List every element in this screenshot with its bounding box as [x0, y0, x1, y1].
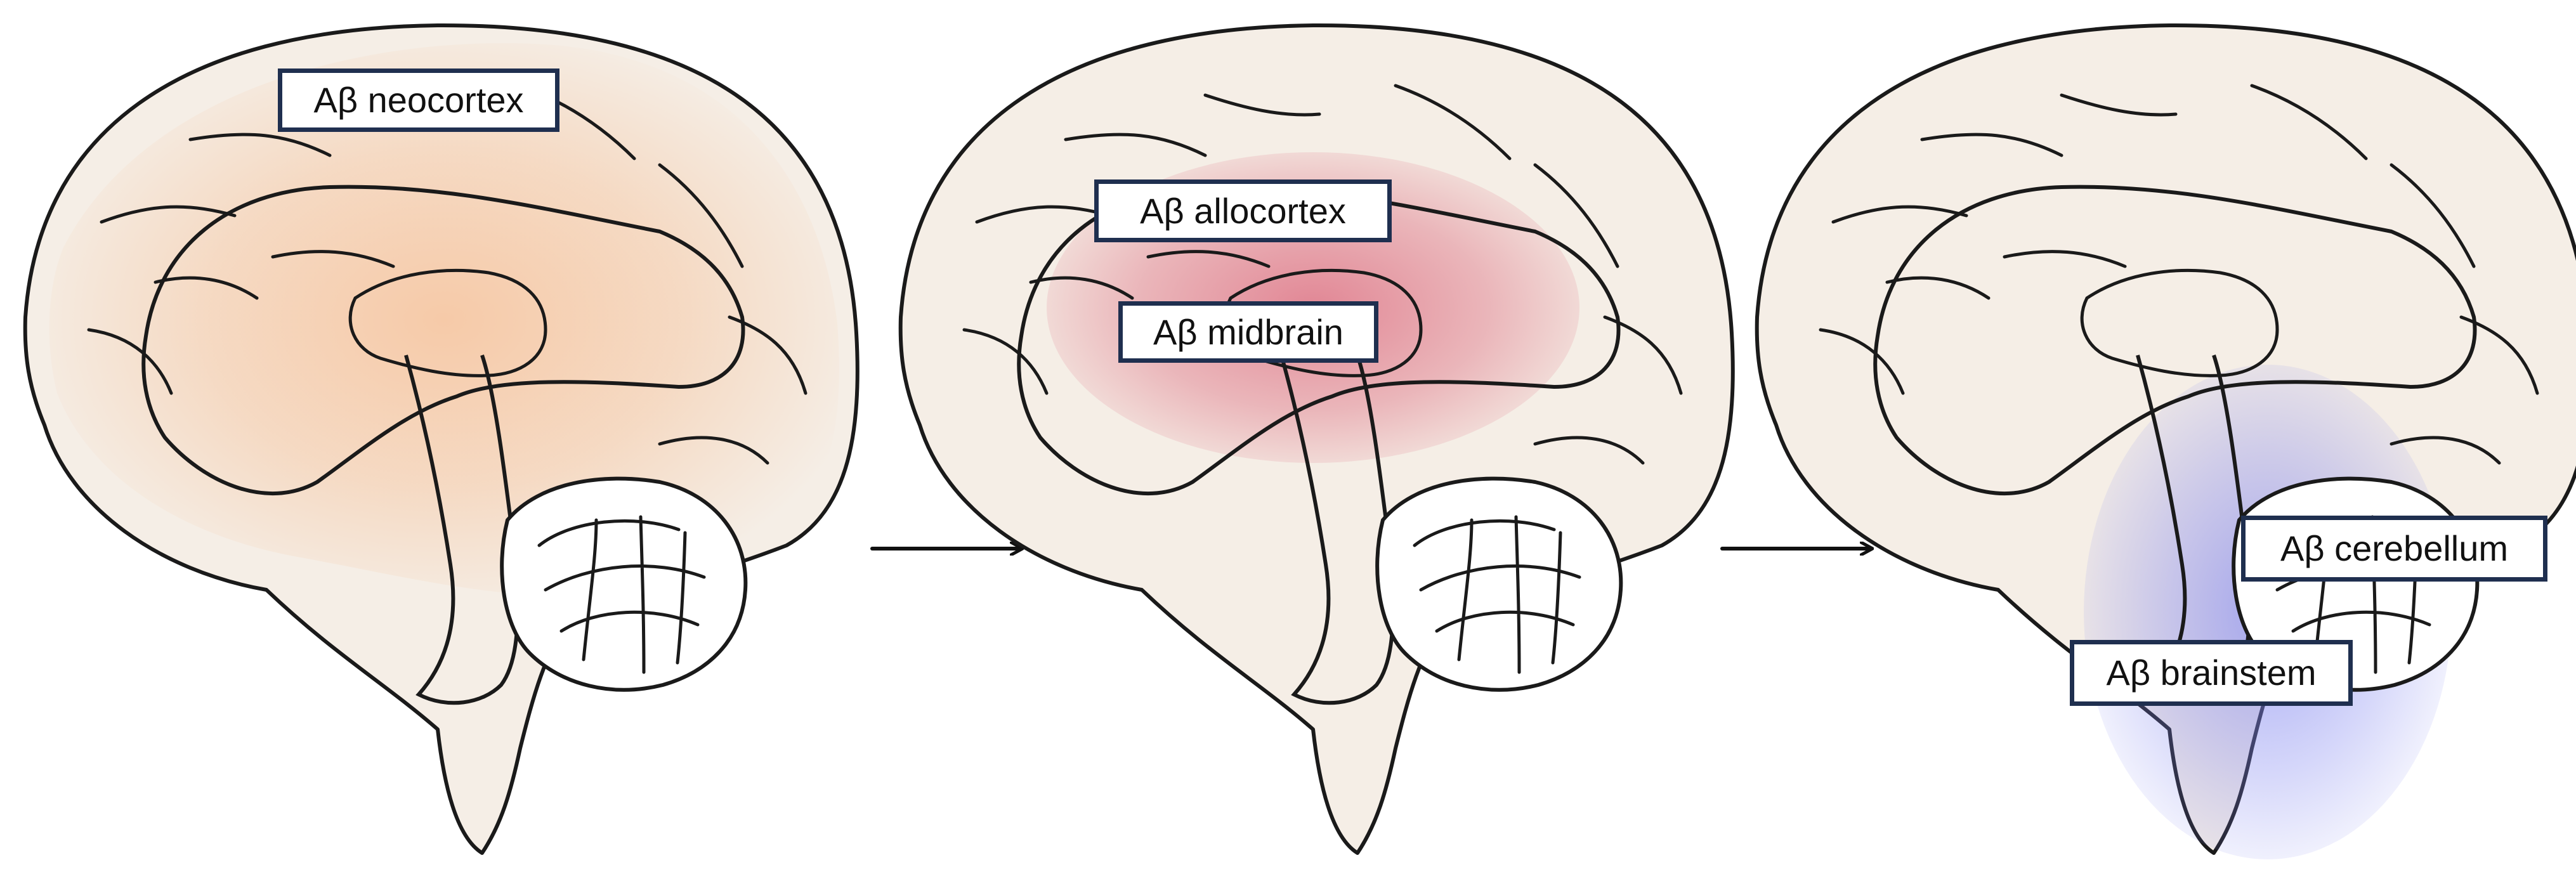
label-brainstem: Aβ brainstem — [2070, 640, 2353, 706]
label-cerebellum: Aβ cerebellum — [2241, 516, 2547, 582]
cerebellum-folia — [537, 515, 706, 674]
brainstem-outline — [1279, 355, 1395, 705]
thalamus-outline — [2080, 268, 2279, 377]
brain-stage-1 — [23, 23, 860, 855]
gyri-lines — [962, 84, 1683, 465]
cerebellum-outline — [1375, 476, 1623, 692]
gyri-lines — [1819, 84, 2539, 465]
corpus-callosum-outline — [141, 185, 745, 496]
brain-stage-3 — [1755, 23, 2576, 859]
thalamus-outline — [348, 268, 547, 377]
label-midbrain: Aβ midbrain — [1118, 301, 1378, 363]
corpus-callosum-outline — [1873, 185, 2477, 496]
brain-stage-2 — [898, 23, 1735, 855]
cerebellum-outline — [500, 476, 748, 692]
label-allocortex: Aβ allocortex — [1094, 179, 1392, 242]
brainstem-outline — [404, 355, 520, 705]
neocortex-glow — [49, 42, 839, 596]
cerebellum-folia — [1413, 515, 1581, 674]
label-neocortex: Aβ neocortex — [278, 68, 559, 132]
